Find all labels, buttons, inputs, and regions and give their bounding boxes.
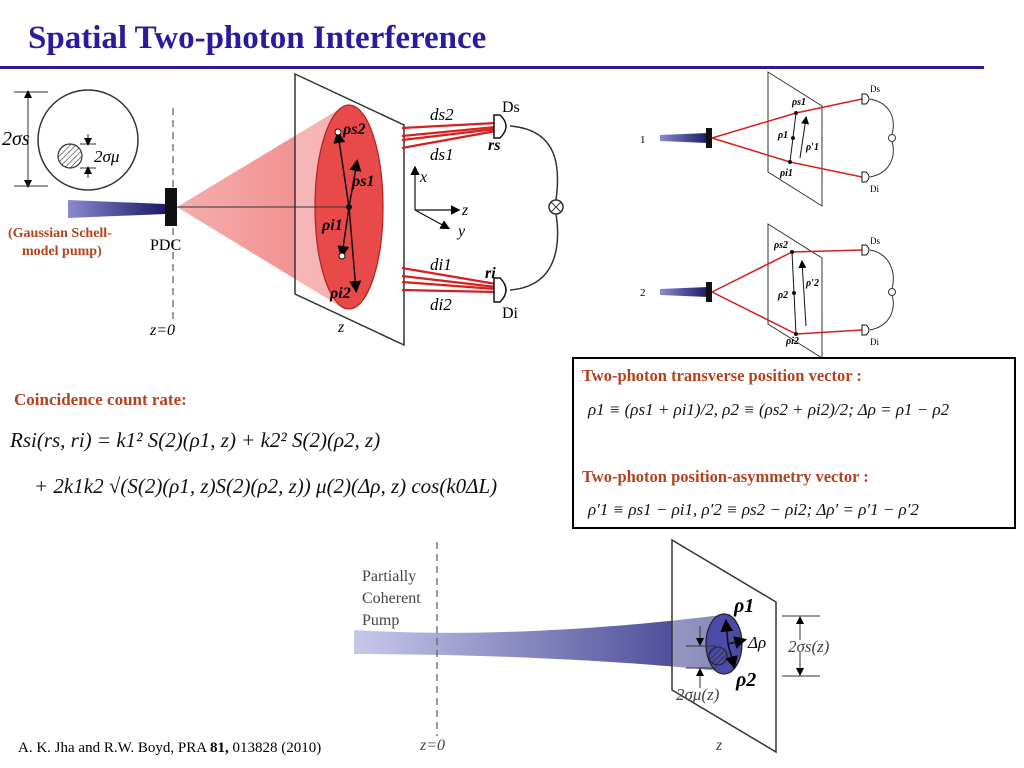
sigma-s-label: 2σs [2, 128, 30, 150]
small1-Ds: Ds [870, 84, 880, 94]
pump-label-line1: Partially [362, 568, 416, 585]
plane-z-label: z [337, 319, 345, 336]
bottom-z-label: z [715, 737, 723, 754]
ri-label: ri [485, 265, 496, 282]
small1-rho-a: ρs1 [791, 97, 806, 108]
citation-volume: 81, [209, 740, 229, 756]
small1-rho-b: ρi1 [779, 168, 793, 179]
di1-label: di1 [430, 255, 452, 274]
z-axis-label: z [461, 202, 469, 219]
asymmetry-vector-equation: ρ′1 ≡ ρs1 − ρi1, ρ′2 ≡ ρs2 − ρi2; Δρ′ = … [588, 500, 919, 519]
di2-label: di2 [430, 295, 452, 314]
pump-beam-bottom [354, 614, 730, 672]
ds2-label: ds2 [430, 105, 454, 124]
small2-center: ρ2 [777, 290, 788, 301]
rho-i1-label: ρi1 [321, 217, 343, 234]
rho-i2-label: ρi2 [329, 285, 351, 302]
rho-s1-label: ρs1 [351, 173, 374, 190]
pump-label-line2: Coherent [362, 590, 421, 607]
small-diagram-2: 2 ρs2 ρi2 ρ2 ρ′2 Ds Di [640, 223, 896, 359]
bottom-z0-label: z=0 [419, 737, 445, 754]
small-diagram-2-index: 2 [640, 287, 646, 299]
small1-center: ρ1 [777, 130, 788, 141]
bottom-rho2-label: ρ2 [735, 669, 756, 691]
pdc-label: PDC [150, 237, 181, 254]
rho-s2-label: ρs2 [342, 121, 365, 138]
bottom-rho1-label: ρ1 [733, 595, 754, 617]
small2-Di: Di [870, 337, 879, 347]
asymmetry-vector-label: Two-photon position-asymmetry vector : [582, 467, 869, 486]
coincidence-equation-line2: + 2k1k2 √(S(2)(ρ1, z)S(2)(ρ2, z)) μ(2)(Δ… [34, 474, 498, 498]
signal-rays [401, 121, 497, 150]
z0-label: z=0 [149, 322, 175, 339]
bottom-sigma-mu-label: 2σμ(z) [676, 685, 720, 704]
Di-label: Di [502, 305, 519, 322]
small-diagram-1: 1 ρs1 ρi1 ρ1 ρ′1 Ds Di [640, 71, 896, 207]
pdc-crystal [165, 188, 177, 226]
title-divider [0, 66, 984, 69]
small1-prime: ρ′1 [805, 142, 819, 153]
citation-rest: 013828 (2010) [228, 740, 322, 756]
two-photon-setup-diagram: 2σs 2σμ PDC z=0 z ρs2 ρs1 ρi1 ρi2 ds2 ds… [2, 71, 896, 359]
citation: A. K. Jha and R.W. Boyd, PRA 81, 013828 … [18, 740, 321, 757]
detector-i-icon [493, 277, 507, 303]
bottom-beam-spot [705, 613, 743, 675]
small2-rho-a: ρs2 [773, 240, 788, 251]
citation-prefix: A. K. Jha and R.W. Boyd, PRA [18, 740, 210, 756]
ds1-label: ds1 [430, 145, 454, 164]
small-diagram-1-index: 1 [640, 134, 646, 146]
coincidence-equation-line1: Rsi(rs, ri) = k1² S(2)(ρ1, z) + k2² S(2)… [10, 428, 381, 452]
transverse-vector-label: Two-photon transverse position vector : [582, 366, 862, 385]
sigma-mu-label: 2σμ [94, 147, 119, 166]
bottom-sigma-s-label: 2σs(z) [788, 637, 830, 656]
small2-rho-b: ρi2 [785, 336, 799, 347]
small2-Ds: Ds [870, 236, 880, 246]
x-axis-label: x [419, 169, 427, 186]
coincidence-rate-label: Coincidence count rate: [14, 390, 187, 409]
detector-s-icon [493, 114, 507, 139]
gaussian-pump-label-line2: model pump) [22, 244, 102, 259]
idler-rays [401, 266, 497, 294]
partially-coherent-pump-diagram: Partially Coherent Pump z=0 z ρ1 ρ2 Δρ 2… [354, 538, 830, 754]
transverse-vector-equation: ρ1 ≡ (ρs1 + ρi1)/2, ρ2 ≡ (ρs2 + ρi2)/2; … [588, 400, 950, 419]
y-axis-arrow [414, 209, 451, 230]
gaussian-pump-label-line1: (Gaussian Schell- [8, 226, 112, 241]
bottom-delta-rho-label: Δρ [747, 633, 766, 652]
y-axis-label: y [456, 223, 466, 240]
small1-Di: Di [870, 184, 879, 194]
rs-label: rs [488, 137, 500, 154]
pump-beam [68, 200, 165, 218]
Ds-label: Ds [502, 99, 520, 116]
small2-prime: ρ′2 [805, 278, 819, 289]
pump-cross-section-inset [14, 89, 139, 191]
pump-label-line3: Pump [362, 612, 399, 629]
definitions-box [572, 357, 1016, 529]
page-title: Spatial Two-photon Interference [28, 20, 487, 56]
